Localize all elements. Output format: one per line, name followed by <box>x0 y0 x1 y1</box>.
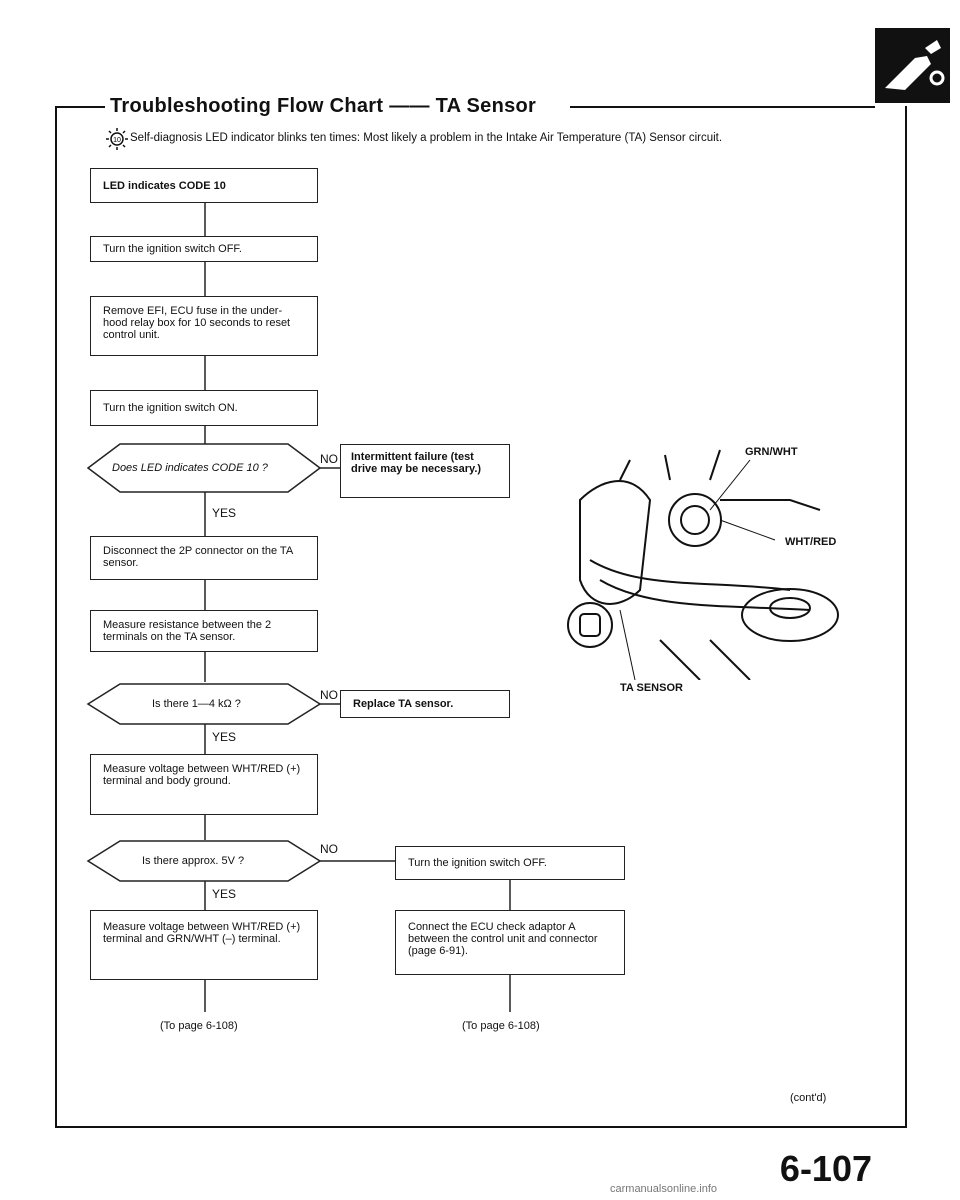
ta-sensor-illustration <box>560 440 850 681</box>
wire-label-grn-wht: GRN/WHT <box>745 446 798 458</box>
decision-1-yes-label: YES <box>212 506 237 520</box>
continue-left-link: (To page 6-108) <box>160 1020 238 1032</box>
decision-2-no-label: NO <box>320 688 338 702</box>
wire-label-wht-red: WHT/RED <box>785 536 837 548</box>
step-remove-fuse: Remove EFI, ECU fuse in the under-hood r… <box>90 296 318 356</box>
decision-code-10-text: Does LED indicates CODE 10 ? <box>112 462 268 474</box>
step-measure-voltage-body: Measure voltage between WHT/RED (+) term… <box>90 754 318 815</box>
result-ignition-off: Turn the ignition switch OFF. <box>395 846 625 880</box>
page-title: Troubleshooting Flow Chart —— TA Sensor <box>110 95 537 117</box>
step-disconnect-connector: Disconnect the 2P connector on the TA se… <box>90 536 318 580</box>
continued-marker: (cont'd) <box>790 1092 827 1104</box>
decision-shape-3 <box>86 840 322 882</box>
step-measure-resistance: Measure resistance between the 2 termina… <box>90 610 318 652</box>
step-ignition-on: Turn the ignition switch ON. <box>90 390 318 426</box>
result-intermittent-failure: Intermittent failure (test drive may be … <box>340 444 510 498</box>
decision-voltage-text: Is there approx. 5V ? <box>142 855 245 867</box>
watermark: carmanualsonline.info <box>610 1183 718 1195</box>
fuel-injector-icon <box>875 28 950 103</box>
decision-shape-1 <box>86 443 322 493</box>
decision-shape-2 <box>86 683 322 725</box>
decision-resistance-text: Is there 1—4 kΩ ? <box>152 698 241 710</box>
page-frame <box>55 106 907 1128</box>
step-led-code-10: LED indicates CODE 10 <box>90 168 318 203</box>
page-number: 6-107 <box>779 1148 872 1189</box>
continue-right-link: (To page 6-108) <box>462 1020 540 1032</box>
step-measure-voltage-terminals: Measure voltage between WHT/RED (+) term… <box>90 910 318 980</box>
result-connect-adaptor: Connect the ECU check adaptor A between … <box>395 910 625 975</box>
title-rule-left <box>55 106 105 108</box>
step-ignition-off: Turn the ignition switch OFF. <box>90 236 318 262</box>
sensor-label: TA SENSOR <box>620 682 683 694</box>
decision-3-yes-label: YES <box>212 887 237 901</box>
section-tab-graphic <box>875 28 950 103</box>
result-replace-sensor: Replace TA sensor. <box>340 690 510 718</box>
decision-1-no-label: NO <box>320 452 338 466</box>
title-rule-right <box>570 106 875 108</box>
svg-text:10: 10 <box>113 137 121 144</box>
sun-10-icon: 10 <box>105 127 129 151</box>
diagnosis-note: Self-diagnosis LED indicator blinks ten … <box>130 132 723 144</box>
decision-3-no-label: NO <box>320 842 338 856</box>
decision-2-yes-label: YES <box>212 730 237 744</box>
